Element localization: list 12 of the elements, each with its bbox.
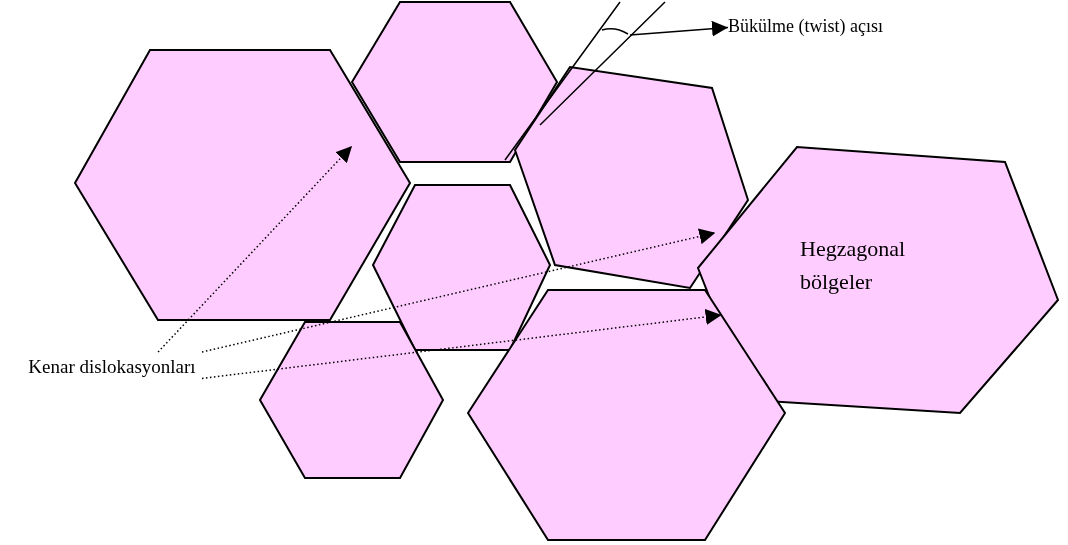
annotation-text: Bükülme (twist) açısı bbox=[728, 12, 938, 41]
arrow bbox=[629, 20, 729, 37]
annotation-text: Kenar dislokasyonları bbox=[22, 352, 202, 383]
leader-line bbox=[201, 228, 717, 353]
hexagon-region bbox=[468, 290, 785, 540]
hexagon-region bbox=[352, 2, 557, 162]
leader-line bbox=[201, 309, 723, 380]
hexagon-region bbox=[515, 67, 748, 288]
hexagon-region bbox=[698, 147, 1058, 413]
region-label: Hegzagonal bölgeler bbox=[800, 235, 907, 296]
hexagon-region bbox=[373, 185, 550, 350]
leader-line bbox=[157, 145, 353, 353]
